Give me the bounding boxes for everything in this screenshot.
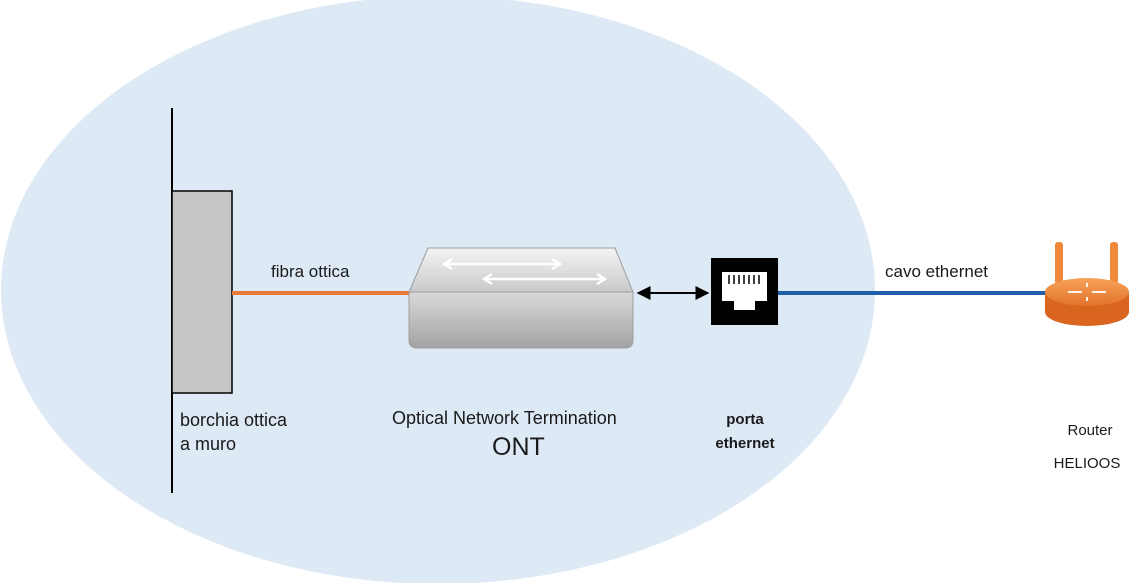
ethernet-port-label: porta ethernet [705,408,785,456]
router-label: Router [1067,422,1113,439]
fiber-cable-label: fibra ottica [271,262,350,281]
wall-plate-label-line1: borchia ottica [180,410,288,430]
router-icon [1045,242,1129,326]
router-model-label: HELIOOS [1053,455,1121,472]
rj45-port-icon [711,258,778,325]
network-switch-icon [408,247,634,349]
ont-name-label: Optical Network Termination [392,408,617,428]
port-label-line1: porta [726,411,764,428]
ont-abbr-label: ONT [492,433,545,461]
port-label-line2: ethernet [715,435,775,452]
optical-wall-plate-icon [171,190,233,394]
wall-plate-label: borchia ottica a muro [180,408,287,456]
wall-plate-label-line2: a muro [180,434,237,454]
ethernet-cable-label: cavo ethernet [885,262,989,281]
